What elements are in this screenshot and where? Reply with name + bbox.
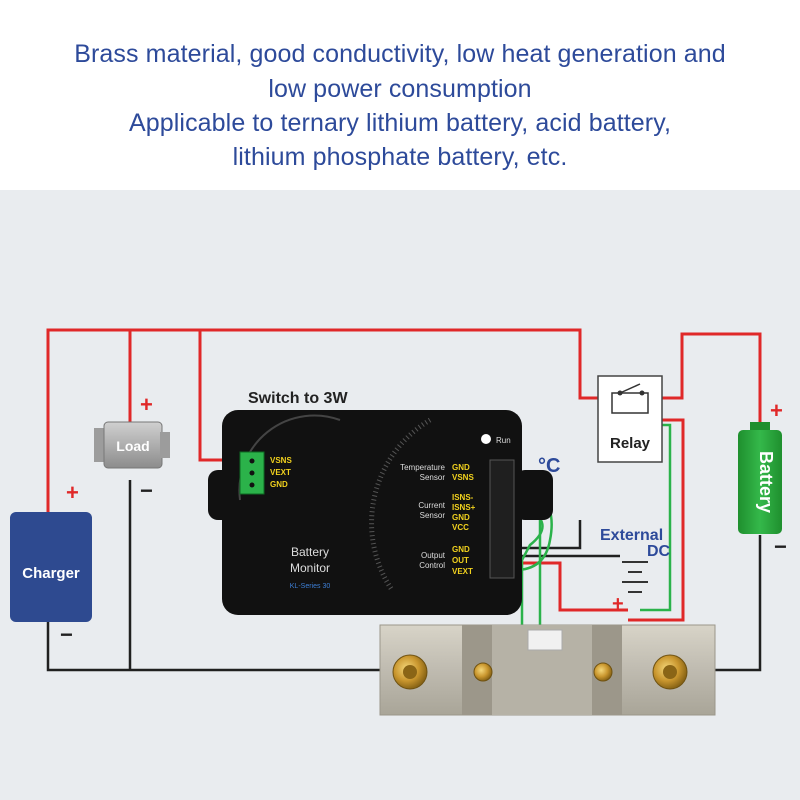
left-pin-vsns: VSNS: [270, 456, 292, 465]
current-pin-isns-minus: ISNS-: [452, 493, 474, 502]
load-endcap-right: [160, 432, 170, 458]
right-connector: [489, 459, 515, 579]
relay-contact-left: [617, 390, 623, 396]
caption-line-1: Brass material, good conductivity, low h…: [74, 40, 726, 68]
charger-label: Charger: [22, 565, 80, 582]
temp-pin-gnd: GND: [452, 463, 470, 472]
load: Load + −: [94, 392, 170, 503]
run-label: Run: [496, 436, 511, 445]
left-pin-gnd: GND: [270, 480, 288, 489]
battery-monitor: Run VSNS VEXT GND Temperature Sensor GND…: [208, 410, 553, 615]
celsius-symbol: °C: [538, 455, 560, 477]
monitor-series: KL-Series 30: [290, 583, 331, 590]
battery-plus-sign: +: [770, 398, 783, 423]
external-dc-label-2: DC: [647, 543, 671, 560]
temp-sensor-label-1: Temperature: [400, 463, 445, 472]
relay-body: [597, 375, 663, 463]
black-wire-gnd: [515, 520, 582, 550]
monitor-name-line-1: Battery: [291, 545, 329, 559]
output-pin-out: OUT: [452, 556, 469, 565]
caption-line-4: lithium phosphate battery, etc.: [232, 143, 568, 171]
output-pin-vext: VEXT: [452, 567, 473, 576]
battery-minus-sign: −: [774, 534, 787, 559]
charger-minus-sign: −: [60, 622, 73, 647]
battery: Battery + −: [738, 398, 787, 559]
left-pin-dot-2: [249, 470, 255, 476]
run-indicator-icon: [481, 434, 491, 444]
external-dc-plus-sign: +: [612, 593, 624, 615]
left-pin-dot-3: [249, 482, 255, 488]
red-wire-battery-plus: [662, 332, 762, 430]
monitor-ear-right: [515, 470, 553, 520]
load-plus-sign: +: [140, 392, 153, 417]
relay: Relay: [597, 375, 663, 463]
load-endcap-left: [94, 428, 106, 462]
switch-label: Switch to 3W: [248, 390, 348, 407]
left-pin-dot-1: [249, 458, 255, 464]
monitor-name-line-2: Monitor: [290, 561, 330, 575]
shunt-terminal-right-bolt: [663, 665, 677, 679]
charger: Charger + −: [10, 480, 92, 647]
external-dc-label-1: External: [600, 527, 663, 544]
left-pin-vext: VEXT: [270, 468, 291, 477]
current-sensor-label-1: Current: [418, 501, 445, 510]
relay-switch-blade: [619, 383, 641, 394]
current-pin-vcc: VCC: [452, 523, 469, 532]
charger-body: [10, 512, 92, 622]
shunt-screw-right: [593, 662, 613, 682]
shunt-connector: [527, 629, 563, 651]
monitor-arc-right: [369, 417, 432, 592]
relay-label: Relay: [610, 435, 651, 452]
shunt-screw-left: [473, 662, 493, 682]
relay-coil-icon: [611, 392, 649, 414]
output-control-label-1: Output: [421, 551, 446, 560]
caption-line-3: Applicable to ternary lithium battery, a…: [128, 109, 672, 137]
current-pin-isns-plus: ISNS+: [452, 503, 476, 512]
output-pin-gnd: GND: [452, 545, 470, 554]
current-pin-gnd: GND: [452, 513, 470, 522]
current-sensor-label-2: Sensor: [420, 511, 446, 520]
caption-line-2: low power consumption: [268, 75, 532, 103]
shunt: [379, 624, 716, 716]
green-wire-relay: [640, 423, 672, 612]
temp-sensor-label-2: Sensor: [420, 473, 446, 482]
battery-label: Battery: [756, 451, 776, 513]
monitor-body: [222, 410, 522, 615]
load-minus-sign: −: [140, 478, 153, 503]
shunt-terminal-left-bolt: [403, 665, 417, 679]
black-wire-charger-minus: [46, 622, 380, 672]
external-dc: External DC +: [600, 527, 671, 615]
battery-terminal: [750, 422, 770, 432]
red-wire-relay-down: [628, 418, 685, 622]
relay-contact-right: [639, 390, 645, 396]
caption-area: Brass material, good conductivity, low h…: [0, 0, 800, 190]
output-control-label-2: Control: [419, 561, 445, 570]
load-label: Load: [116, 438, 149, 454]
charger-plus-sign: +: [66, 480, 79, 505]
red-wire-top-loop: [46, 328, 598, 512]
temp-pin-vsns: VSNS: [452, 473, 474, 482]
battery-body: [738, 430, 782, 534]
